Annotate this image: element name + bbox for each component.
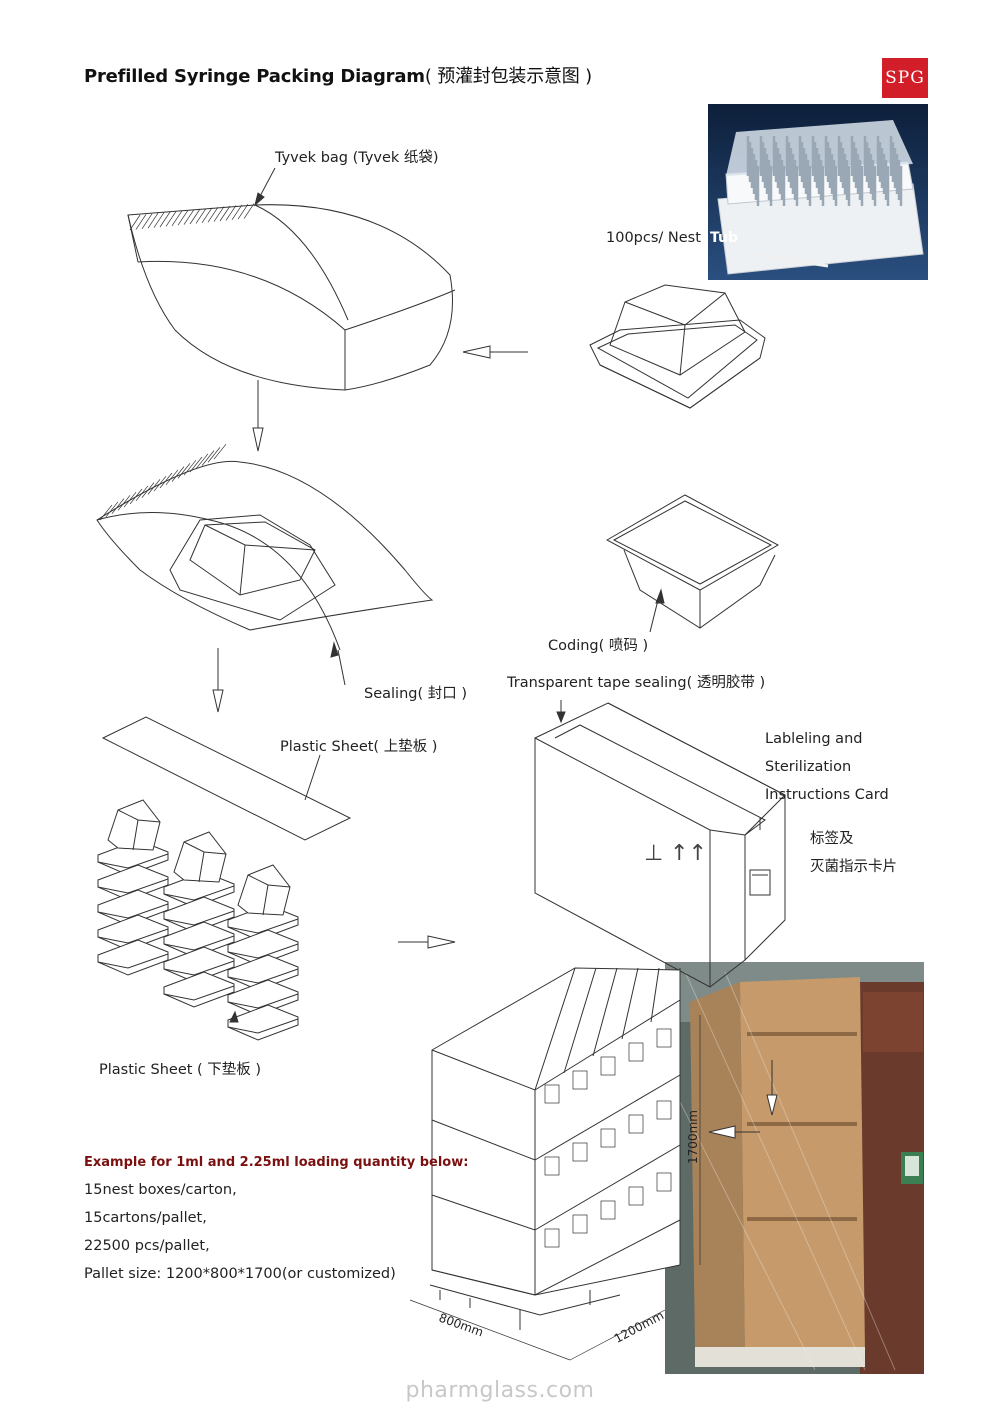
dim-1700: 1700mm bbox=[686, 1110, 700, 1164]
nest-tub-drawing bbox=[590, 285, 765, 408]
example-line-1: 15nest boxes/carton, bbox=[84, 1182, 237, 1198]
tub-stacks bbox=[98, 800, 298, 1040]
carton-drawing: ⊥ ↑↑ bbox=[535, 703, 785, 987]
example-line-3: 22500 pcs/pallet, bbox=[84, 1238, 210, 1254]
example-heading: Example for 1ml and 2.25ml loading quant… bbox=[84, 1155, 468, 1170]
watermark: pharmglass.com bbox=[0, 1378, 1000, 1403]
example-line-4: Pallet size: 1200*800*1700(or customized… bbox=[84, 1266, 396, 1282]
plastic-sheet-bottom-label: Plastic Sheet ( 下垫板 ) bbox=[99, 1058, 261, 1079]
labeling-en-line-2: Sterilization bbox=[765, 753, 889, 781]
coded-tub-drawing bbox=[607, 495, 778, 628]
labeling-en-line-1: Lableling and bbox=[765, 725, 889, 753]
nest-tub-label: 100pcs/ Nest bbox=[606, 230, 701, 246]
labeling-en-line-3: Instructions Card bbox=[765, 781, 889, 809]
transparent-tape-label: Transparent tape sealing( 透明胶带 ) bbox=[507, 671, 765, 692]
labeling-card-label-zh: 标签及 灭菌指示卡片 bbox=[810, 825, 897, 881]
example-line-2: 15cartons/pallet, bbox=[84, 1210, 207, 1226]
tyvek-bag-sealed bbox=[97, 444, 432, 650]
tyvek-bag-label: Tyvek bag (Tyvek 纸袋) bbox=[275, 146, 439, 167]
tyvek-bag-empty bbox=[128, 204, 455, 390]
coding-label: Coding( 喷码 ) bbox=[548, 634, 648, 655]
plastic-sheet-top-label: Plastic Sheet( 上垫板 ) bbox=[280, 735, 437, 756]
labeling-card-label-en: Lableling and Sterilization Instructions… bbox=[765, 725, 889, 809]
labeling-zh-line-2: 灭菌指示卡片 bbox=[810, 853, 897, 881]
sealing-label: Sealing( 封口 ) bbox=[364, 682, 467, 703]
labeling-zh-line-1: 标签及 bbox=[810, 825, 897, 853]
svg-text:⊥ ↑↑: ⊥ ↑↑ bbox=[644, 841, 707, 866]
